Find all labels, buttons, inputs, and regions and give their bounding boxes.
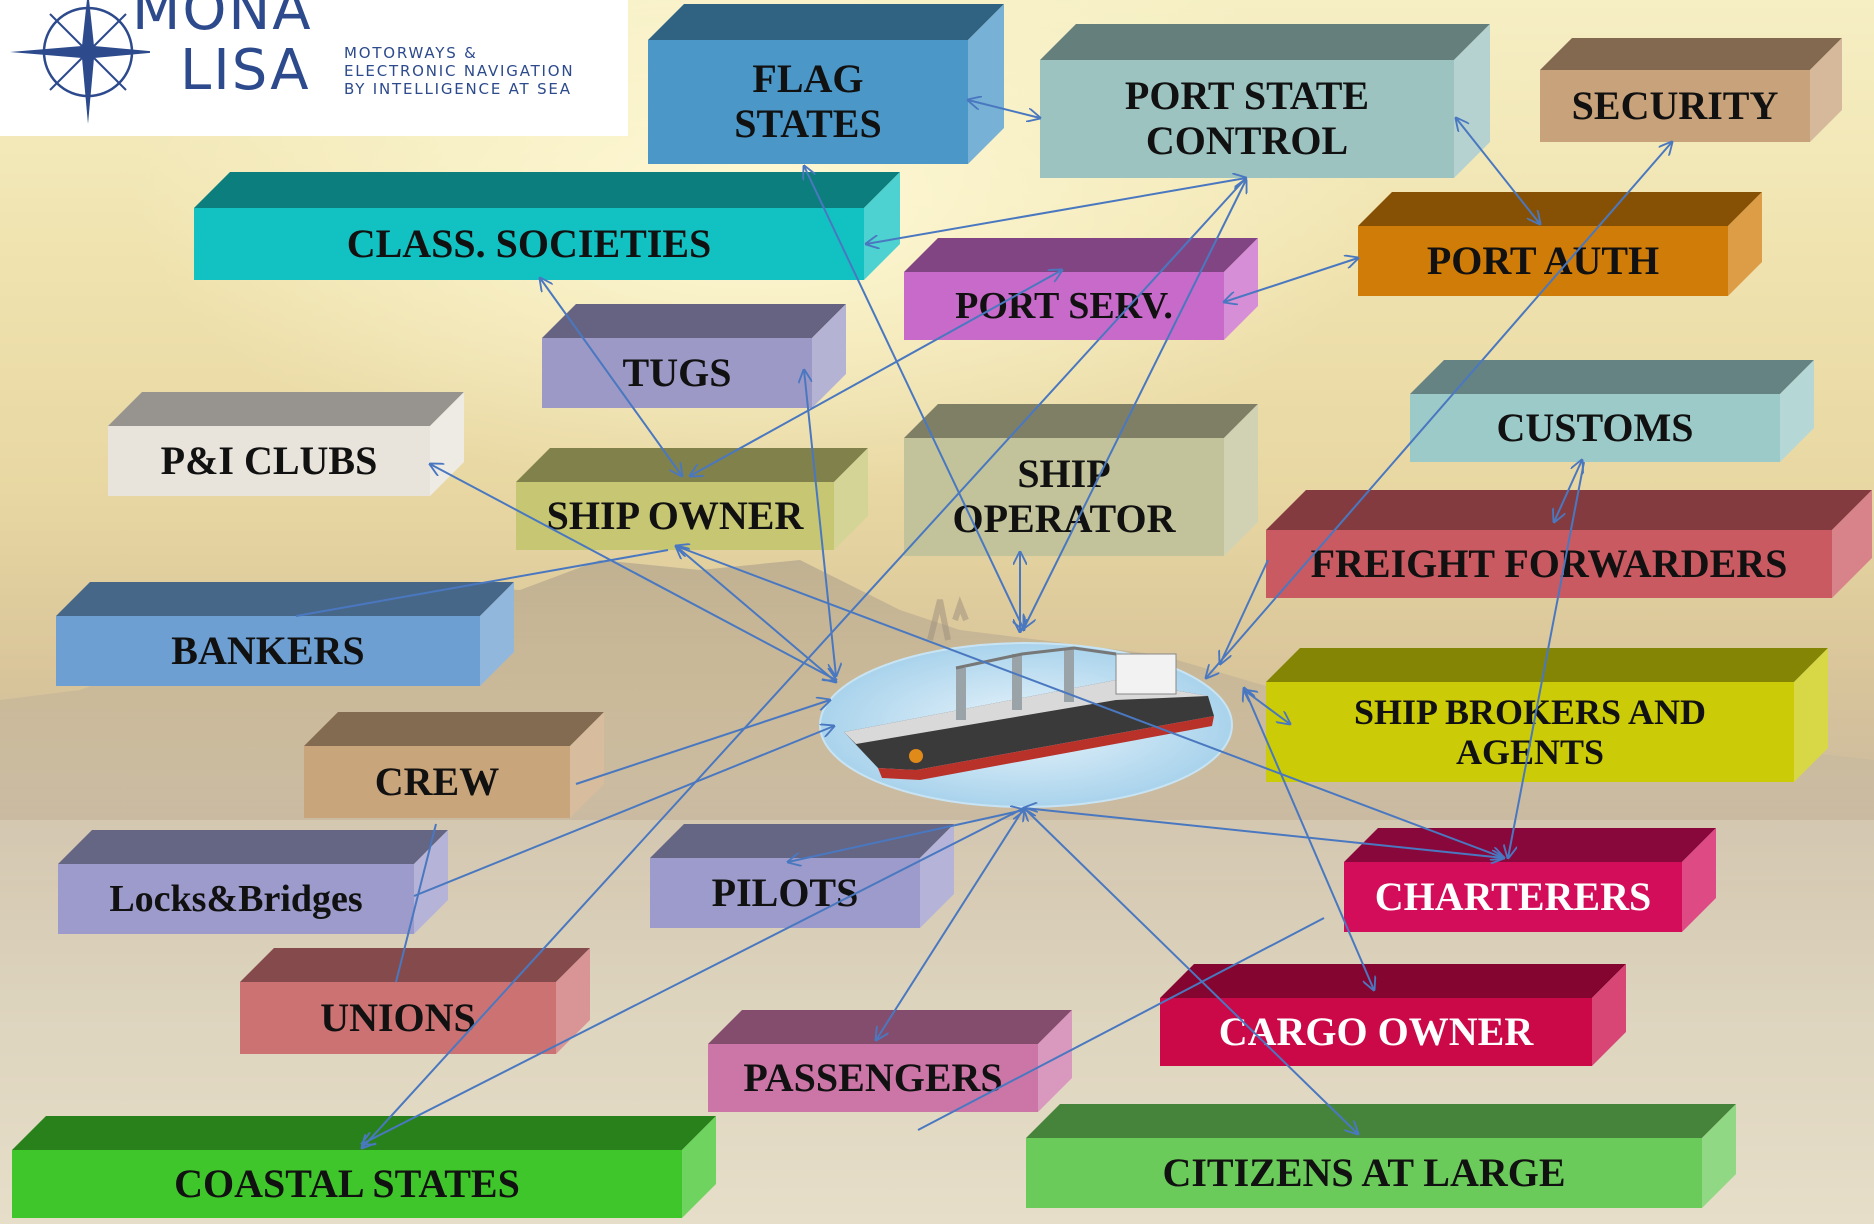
node-coastal-states: COASTAL STATES: [12, 1116, 716, 1218]
node-locks-bridges-label: Locks&Bridges: [109, 877, 363, 920]
node-passengers-label: PASSENGERS: [743, 1054, 1003, 1100]
node-customs-label: CUSTOMS: [1496, 404, 1694, 450]
node-ship-owner: SHIP OWNER: [516, 448, 868, 550]
node-port-serv: PORT SERV.: [904, 238, 1258, 340]
node-crew: CREW: [304, 712, 604, 818]
node-flag-states: FLAG STATES: [648, 4, 1004, 164]
node-port-state-control: PORT STATE CONTROL: [1040, 24, 1490, 178]
node-unions: UNIONS: [240, 948, 590, 1054]
node-tugs: TUGS: [542, 304, 846, 408]
node-class-societies: CLASS. SOCIETIES: [194, 172, 900, 280]
node-port-auth: PORT AUTH: [1358, 192, 1762, 296]
node-pilots: PILOTS: [650, 824, 954, 928]
node-port-state-control-label: PORT STATE CONTROL: [1124, 73, 1370, 163]
node-bankers: BANKERS: [56, 582, 514, 686]
logo-wordmark-lisa: LISA: [180, 38, 311, 103]
logo-tagline: MOTORWAYS & ELECTRONIC NAVIGATION BY INT…: [344, 44, 575, 98]
node-port-serv-label: PORT SERV.: [955, 284, 1173, 327]
node-pi-clubs-label: P&I CLUBS: [160, 437, 378, 483]
node-charterers: CHARTERERS: [1344, 828, 1716, 932]
node-pi-clubs: P&I CLUBS: [108, 392, 464, 496]
node-citizens-at-large-label: CITIZENS AT LARGE: [1162, 1149, 1566, 1195]
node-locks-bridges: Locks&Bridges: [58, 830, 448, 934]
node-bankers-label: BANKERS: [171, 627, 365, 673]
node-citizens-at-large: CITIZENS AT LARGE: [1026, 1104, 1736, 1208]
cargo-ship-icon: [819, 642, 1233, 808]
node-cargo-owner: CARGO OWNER: [1160, 964, 1626, 1066]
node-flag-states-label: FLAG STATES: [734, 56, 882, 146]
node-charterers-label: CHARTERERS: [1374, 873, 1652, 919]
node-security-shape: [1540, 38, 1842, 142]
node-passengers: PASSENGERS: [708, 1010, 1072, 1112]
node-security: SECURITY: [1540, 38, 1842, 142]
node-class-societies-label: CLASS. SOCIETIES: [346, 220, 712, 266]
mona-lisa-logo: MONA LISA MOTORWAYS & ELECTRONIC NAVIGAT…: [0, 0, 628, 136]
node-security-label: SECURITY: [1571, 82, 1779, 128]
node-ship-operator-label: SHIP OPERATOR: [952, 451, 1176, 541]
node-tugs-label: TUGS: [622, 349, 732, 395]
node-unions-label: UNIONS: [320, 994, 476, 1040]
node-ship-operator: SHIP OPERATOR: [904, 404, 1258, 556]
node-ship-brokers-label: SHIP BROKERS AND AGENTS: [1353, 691, 1707, 772]
node-freight-forwarders-label: FREIGHT FORWARDERS: [1310, 540, 1788, 586]
logo-wordmark-mona: MONA: [132, 0, 313, 43]
node-pilots-label: PILOTS: [711, 869, 859, 915]
node-ship-owner-label: SHIP OWNER: [546, 492, 804, 538]
node-freight-forwarders: FREIGHT FORWARDERS: [1266, 490, 1872, 598]
node-flag-states-shape: [648, 4, 1004, 164]
compass-star-icon: [10, 0, 150, 124]
node-coastal-states-label: COASTAL STATES: [174, 1160, 520, 1206]
node-cargo-owner-label: CARGO OWNER: [1218, 1008, 1534, 1054]
node-customs: CUSTOMS: [1410, 360, 1814, 462]
node-crew-label: CREW: [374, 758, 500, 804]
node-port-auth-label: PORT AUTH: [1426, 237, 1660, 283]
node-ship-brokers: SHIP BROKERS AND AGENTS: [1266, 648, 1828, 782]
